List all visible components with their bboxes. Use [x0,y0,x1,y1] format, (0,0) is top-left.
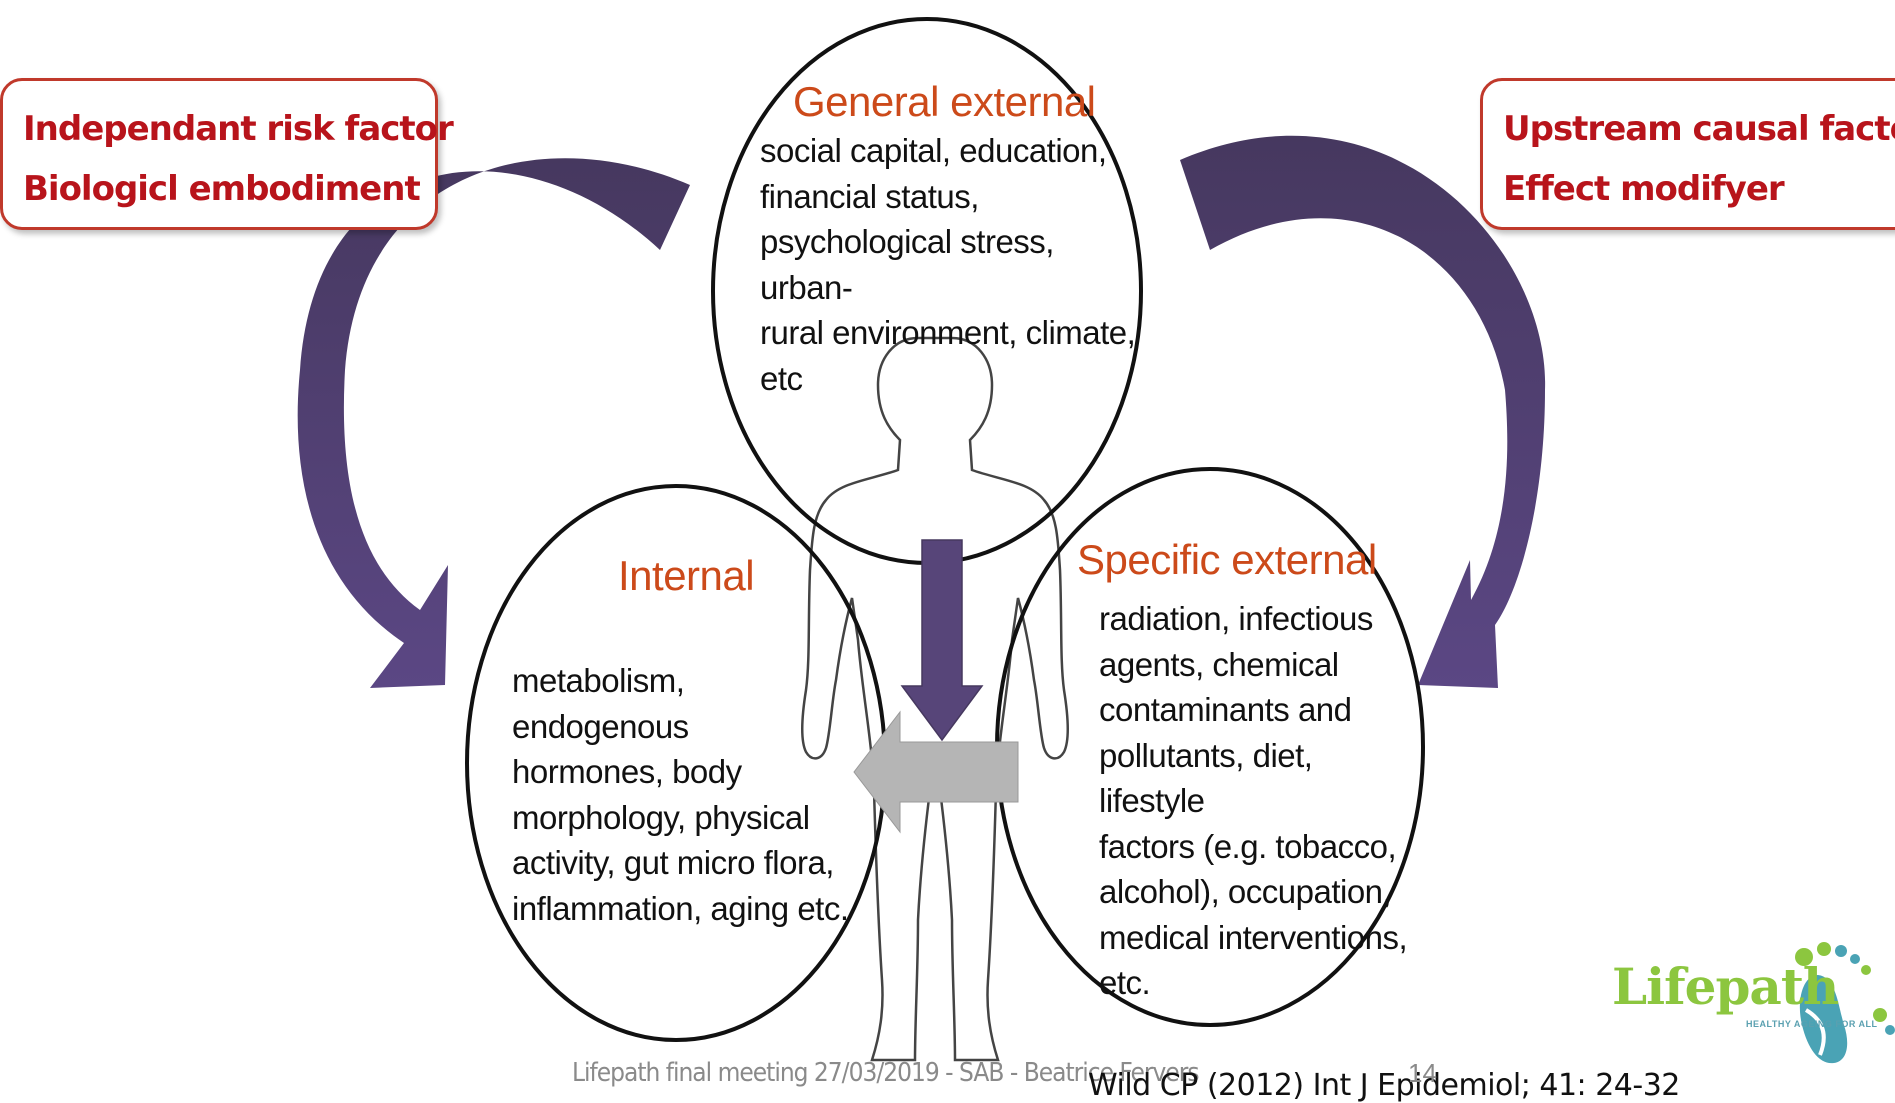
specific-external-heading: Specific external [1077,536,1377,584]
general-external-heading: General external [793,78,1096,126]
box-line: Effect modifyer [1503,159,1895,219]
upstream-causal-factor-box: Upstream causal factor Effect modifyer [1480,78,1895,230]
page-number: 14 [1408,1058,1437,1089]
logo-text: Lifepath [1612,957,1838,1016]
lifepath-logo: Lifepath HEALTHY AGEING FOR ALL [1598,915,1895,1075]
internal-text: metabolism, endogenous hormones, body mo… [512,658,852,931]
box-line: Biologicl embodiment [23,159,415,219]
citation-text: Wild CP (2012) Int J Epidemiol; 41: 24-3… [1088,1068,1680,1103]
box-line: Independant risk factor [23,99,415,159]
left-curved-arrow [298,158,690,688]
independent-risk-factor-box: Independant risk factor Biologicl embodi… [0,78,438,230]
general-external-text: social capital, education, financial sta… [760,128,1140,401]
internal-heading: Internal [618,552,754,600]
specific-external-text: radiation, infectious agents, chemical c… [1099,596,1409,1006]
box-line: Upstream causal factor [1503,99,1895,159]
logo-tagline: HEALTHY AGEING FOR ALL [1746,1019,1878,1029]
